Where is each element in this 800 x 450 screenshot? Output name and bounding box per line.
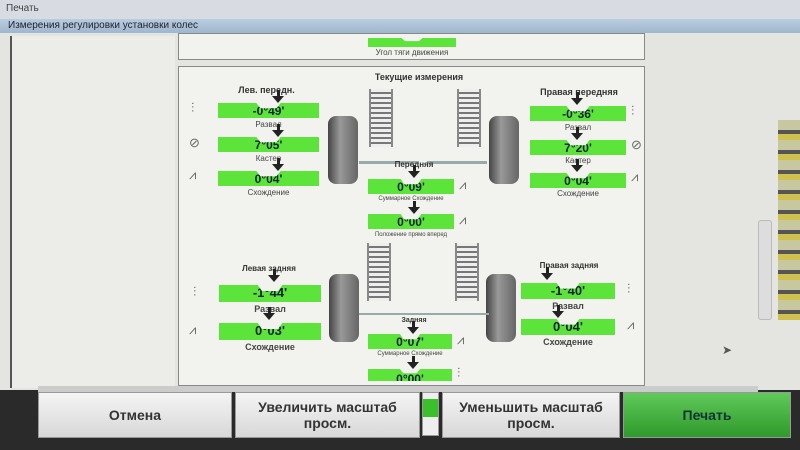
rear-right-toe-label: Схождение (543, 337, 593, 347)
rear-left-wheel (329, 274, 359, 342)
front-left-title: Лев. передн. (238, 85, 295, 95)
arrow-down-icon (272, 124, 284, 137)
front-left-camber-gauge: -0°49' (218, 103, 319, 118)
camber-icon: ⫶ (627, 281, 631, 296)
arrow-down-icon (408, 165, 420, 178)
front-left-toe-label: Схождение (247, 188, 290, 197)
menu-bar: Печать (0, 0, 800, 19)
mouse-cursor-icon: ➤ (722, 343, 733, 357)
toe-icon: ⩘ (627, 317, 635, 332)
rear-left-title: Левая задняя (242, 264, 296, 273)
rear-right-wheel (486, 274, 516, 342)
arrow-down-icon (407, 356, 419, 369)
front-right-camber-gauge: -0°36' (530, 106, 626, 121)
front-right-wheel (489, 116, 519, 184)
caster-icon: ⊘ (631, 137, 642, 152)
window-title-bar: Измерения регулировки установки колес (0, 19, 800, 33)
arrow-down-icon (272, 158, 284, 171)
thrust-angle-label: Угол тяги движения (375, 48, 449, 57)
arrow-down-icon (571, 92, 583, 105)
horizontal-scrollbar[interactable] (38, 386, 758, 392)
rear-right-strut (455, 243, 479, 301)
rear-total-toe-gauge: 0°07' (368, 334, 452, 349)
zoom-out-button[interactable]: Уменьшить масштаб просм. (442, 392, 620, 438)
rear-total-toe-label: Суммарное Схождение (377, 351, 443, 357)
side-toolbar[interactable] (778, 120, 800, 320)
front-left-caster-label: Кастер (255, 154, 282, 163)
front-left-toe-gauge: 0°04' (218, 171, 319, 186)
front-left-arm (359, 161, 419, 164)
vertical-scrollbar[interactable] (758, 220, 772, 320)
arrow-down-icon (268, 269, 280, 282)
front-right-title: Правая передняя (540, 87, 618, 97)
arrow-down-icon (407, 321, 419, 334)
front-right-arm (427, 161, 487, 164)
rear-right-camber-label: Развал (552, 301, 584, 311)
thrust-icon: ⫶ (457, 365, 461, 380)
cancel-button[interactable]: Отмена (38, 392, 232, 438)
camber-icon: ⫶ (193, 284, 197, 299)
front-left-caster-gauge: 7°05' (218, 137, 319, 152)
rear-right-camber-gauge: -1°40' (521, 283, 615, 299)
thrust-angle-panel: Угол тяги движения (178, 33, 645, 60)
rear-left-toe-gauge: 0°03' (219, 323, 321, 340)
setback-icon: ⩘ (459, 212, 467, 227)
front-left-wheel (328, 116, 358, 184)
arrow-down-icon (571, 127, 583, 140)
arrow-down-icon (272, 90, 284, 103)
toe-icon: ⩘ (189, 322, 197, 337)
camber-icon: ⫶ (631, 103, 635, 118)
rear-left-toe-label: Схождение (245, 342, 295, 352)
preview-margin (10, 36, 175, 388)
measurements-panel: Текущие измерения Лев. передн. ⫶ -0°49' … (178, 66, 645, 386)
zoom-level-slider[interactable] (422, 392, 439, 436)
front-axle-title: Передняя (394, 160, 434, 169)
front-total-toe-label: Суммарное Схождение (378, 196, 444, 202)
panel-heading: Текущие измерения (374, 72, 464, 82)
zoom-slider-thumb[interactable] (423, 399, 438, 417)
rear-axle-title: Задняя (401, 317, 427, 324)
rear-axle-link (359, 313, 489, 315)
front-right-caster-gauge: 7°20' (530, 140, 626, 155)
total-toe-icon: ⩘ (459, 177, 467, 192)
front-total-toe-gauge: 0°09' (368, 179, 454, 194)
total-toe-icon: ⩘ (457, 332, 465, 347)
menu-title: Печать (6, 3, 39, 14)
toe-icon: ⩘ (631, 169, 639, 184)
arrow-down-icon (571, 159, 583, 172)
front-left-camber-label: Развал (255, 120, 282, 129)
rear-right-title: Правая задняя (539, 261, 599, 270)
rear-left-strut (367, 243, 391, 301)
front-right-toe-gauge: 0°04' (530, 173, 626, 188)
print-button[interactable]: Печать (623, 392, 791, 438)
front-setback-label: Положение прямо вперед (374, 232, 448, 238)
front-left-strut (369, 89, 393, 147)
arrow-down-icon (408, 201, 420, 214)
arrow-down-icon (541, 267, 553, 280)
front-right-toe-label: Схождение (557, 189, 599, 198)
rear-thrust-gauge: 0°00' (368, 369, 452, 381)
caster-icon: ⊘ (189, 135, 200, 150)
window-title: Измерения регулировки установки колес (8, 20, 199, 31)
rear-left-camber-gauge: -1°44' (219, 285, 321, 302)
front-right-strut (457, 89, 481, 147)
front-setback-gauge: 0°00' (368, 214, 454, 229)
rear-right-toe-gauge: 0°04' (521, 319, 615, 335)
arrow-down-icon (552, 305, 564, 318)
thrust-angle-gauge (368, 38, 456, 47)
zoom-in-button[interactable]: Увеличить масштаб просм. (235, 392, 420, 438)
toe-icon: ⩘ (189, 167, 197, 182)
camber-icon: ⫶ (191, 100, 195, 115)
arrow-down-icon (263, 307, 275, 320)
